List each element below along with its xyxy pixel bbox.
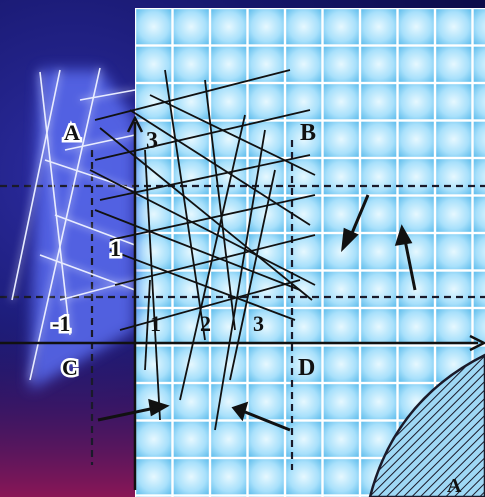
y-tick-3: 3 [146, 128, 158, 154]
arrow-icon [394, 224, 417, 291]
x-tick-3: 3 [253, 311, 264, 336]
mesh-glow [30, 70, 135, 390]
coordinate-axes [0, 115, 485, 490]
x-tick-neg1: -1 [52, 311, 70, 336]
point-b-label: B [300, 120, 316, 146]
x-tick-1: 1 [150, 311, 161, 336]
arrow-icon [341, 194, 370, 253]
arrow-icon [231, 401, 291, 432]
labels: A B C D 3 1 -1 1 2 3 A [50, 118, 463, 497]
arrow-up-icon [126, 115, 144, 133]
hint-arrows [97, 194, 417, 432]
x-tick-2: 2 [200, 311, 211, 336]
dashed-guides [0, 140, 485, 470]
point-a-label: A [64, 120, 80, 145]
point-d-label: D [298, 355, 315, 381]
point-c-label: C [62, 355, 78, 380]
region-a-label: A [447, 475, 462, 497]
arrow-right-icon [469, 334, 485, 352]
y-tick-1: 1 [110, 236, 121, 261]
arrow-icon [97, 398, 170, 422]
line-mesh [11, 67, 316, 431]
